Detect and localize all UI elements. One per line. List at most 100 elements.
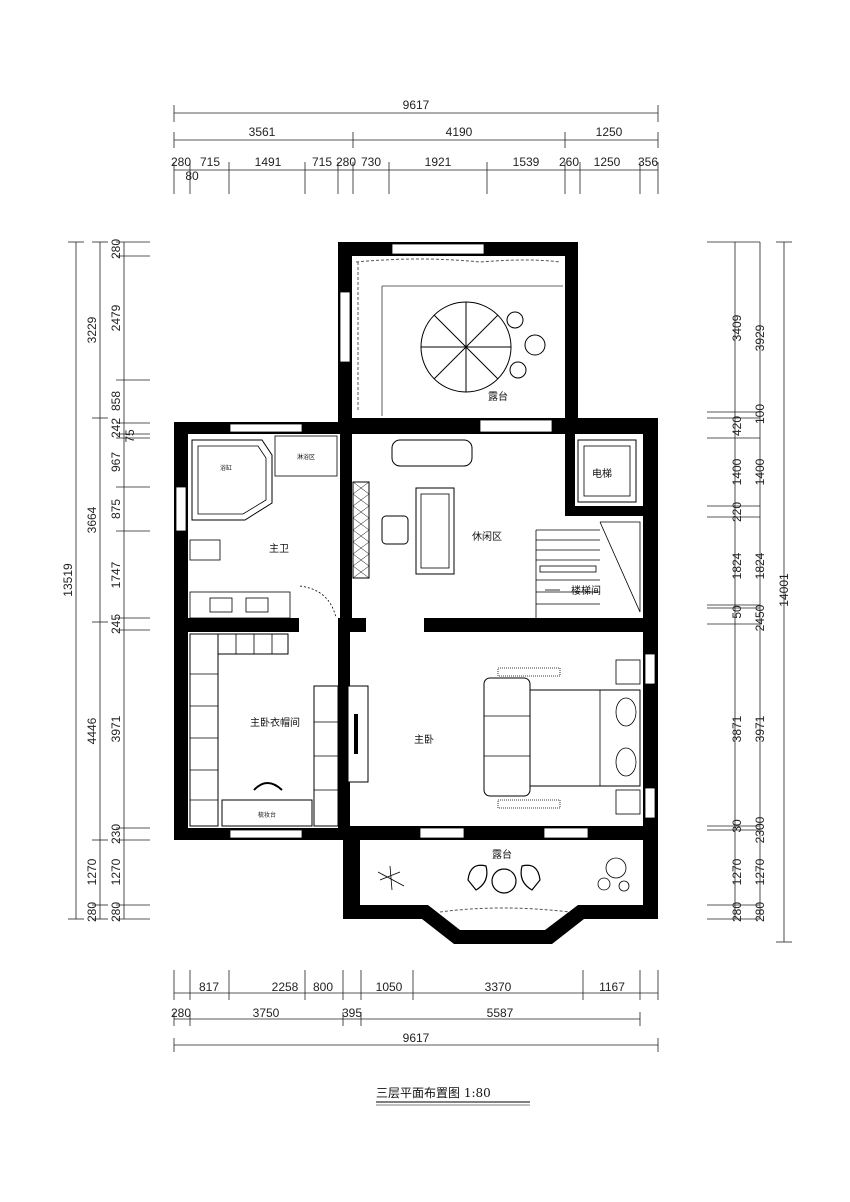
dim-right-c2-1: 3929 [753,324,767,351]
dim-top-total: 9617 [403,98,430,112]
dim-bot-r1-6: 1167 [599,980,625,994]
dim-top-r2-2: 4190 [446,125,473,139]
dim-left-c3-1: 280 [109,239,123,259]
dim-left-c3-8: 1747 [109,561,123,588]
dim-bot-r2-1: 280 [171,1006,191,1020]
bed-icon [529,689,641,787]
dim-top-r3-6: 730 [361,155,381,169]
dim-bot-r2-3: 395 [342,1006,362,1020]
dim-left-c3-9: 245 [109,614,123,634]
right-dimension-labels: 14001 3929 100 1400 1824 2450 3971 2300 … [730,314,791,922]
dim-top-r3b: 80 [185,169,199,183]
dim-top-r3-2: 715 [200,155,220,169]
dim-top-r3-1: 280 [171,155,191,169]
dim-right-c3-9: 1270 [730,858,744,885]
dim-bot-r2-2: 3750 [253,1006,280,1020]
room-label-lounge: 休闲区 [472,530,502,543]
dim-left-total: 13519 [61,563,75,597]
closet: 梳妆台 主卧衣帽间 [189,633,339,827]
room-label-terrace-top: 露台 [488,390,508,403]
dim-right-c3-5: 1824 [730,552,744,579]
dim-right-c3-1: 3409 [730,314,744,341]
top-terrace: 露台 [355,258,563,416]
nightstand-icon [615,789,641,815]
room-label-bathtub: 浴缸 [220,464,232,472]
dim-top-r3-4: 715 [312,155,332,169]
dim-left-c3-10: 3971 [109,715,123,742]
dim-left-c2-5: 280 [85,902,99,922]
dim-left-c3-3: 858 [109,391,123,411]
lounge: 休闲区 楼梯间 电梯 [352,439,641,618]
sink-icon [245,597,269,613]
bottom-dimension-labels: 817 2258 800 1050 3370 1167 280 3750 395… [171,980,625,1045]
dim-bot-r2-4: 5587 [487,1006,514,1020]
bottom-dimensions [173,970,659,1052]
dim-right-c3-10: 280 [730,902,744,922]
dim-left-c3-12: 1270 [109,858,123,885]
dim-right-c3-6: 50 [730,605,744,619]
right-dimensions [707,241,792,943]
dim-top-r3-7: 1921 [425,155,452,169]
dresser-icon [221,799,313,827]
dim-left-c2-1: 3229 [85,316,99,343]
dim-bot-r1-1: 817 [199,980,219,994]
toilet-icon [189,539,221,561]
dim-right-c2-8: 1270 [753,858,767,885]
dim-bot-r1-4: 1050 [376,980,403,994]
desk-icon [415,487,455,575]
dim-right-c3-2: 420 [730,416,744,436]
room-label-stairwell: 楼梯间 [571,584,601,597]
dim-right-c2-6: 3971 [753,715,767,742]
left-dimensions [68,241,150,920]
patio-table-icon [467,864,541,894]
dim-right-total: 14001 [777,573,791,607]
dim-left-c2-3: 4446 [85,717,99,744]
top-dimensions [173,105,659,194]
sofa-icon [391,439,473,467]
dim-left-c3-2: 2479 [109,304,123,331]
stool-icon [253,782,283,791]
dim-top-r3-5: 280 [336,155,356,169]
room-label-elevator: 电梯 [592,467,612,480]
dim-left-c2-4: 1270 [85,858,99,885]
dim-bot-r1-3: 800 [313,980,333,994]
master-bedroom: 主卧 [347,659,641,815]
dim-bot-r1-2: 2258 [272,980,299,994]
dim-right-c2-7: 2300 [753,816,767,843]
elevator-icon [577,439,637,503]
dim-right-c3-7: 3871 [730,715,744,742]
dim-top-r2-3: 1250 [596,125,623,139]
room-label-master-bedroom: 主卧 [414,733,434,746]
bottom-terrace: 露台 [377,848,630,913]
dim-right-c3-3: 1400 [730,458,744,485]
windows [175,243,656,839]
room-label-master-bath: 主卫 [269,543,289,555]
nightstand-icon [615,659,641,685]
chair-icon [506,311,546,379]
bookshelf-icon [352,481,370,579]
dim-right-c2-3: 1400 [753,458,767,485]
dim-top-r3-11: 356 [638,155,658,169]
dim-right-c2-2: 100 [753,404,767,424]
title-block: 三层平面布置图 1:80 [376,1086,530,1106]
dim-bot-r1-5: 3370 [485,980,512,994]
dim-left-c3-4: 242 [109,418,123,438]
master-bath: 浴缸 淋浴区 主卫 [189,435,338,619]
sofa-icon [483,677,531,797]
dim-top-r3-10: 1250 [594,155,621,169]
plan-caption: 三层平面布置图 1:80 [376,1086,491,1100]
umbrella-icon [420,301,512,393]
left-dimension-labels: 13519 3229 3664 4446 1270 280 280 2479 8… [61,239,137,922]
stairs-icon [535,521,641,618]
dim-top-r3-3: 1491 [255,155,282,169]
dim-right-c3-8: 30 [730,819,744,833]
sink-icon [209,597,233,613]
dim-left-c3-7: 875 [109,499,123,519]
dim-top-r2-1: 3561 [249,125,276,139]
dim-left-c3-5: 75 [123,429,137,443]
dim-right-c2-9: 280 [753,902,767,922]
dim-left-c3-13: 280 [109,902,123,922]
plant-icon [377,857,630,892]
dim-left-c3-11: 230 [109,824,123,844]
